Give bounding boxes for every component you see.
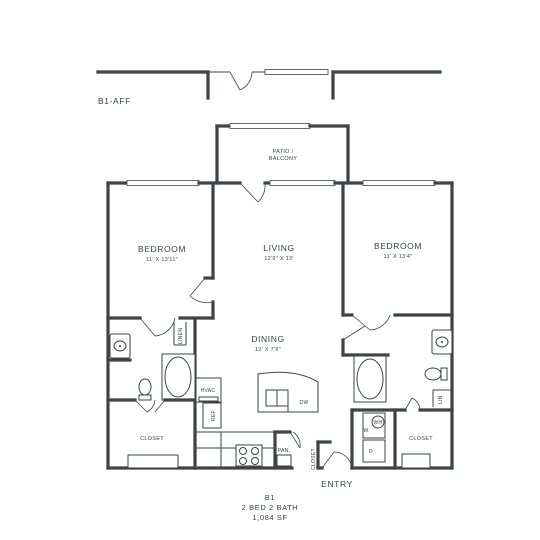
left-bedroom-walls (106, 181, 215, 337)
unit-area: 1,084 SF (252, 513, 288, 522)
living-label: LIVING (263, 243, 294, 253)
unit-beds-baths: 2 BED 2 BATH (241, 503, 299, 512)
right-bedroom-walls (341, 181, 454, 357)
kitchen (195, 371, 319, 470)
dining-label: DINING (251, 334, 284, 344)
dryer-label: D (369, 449, 373, 455)
exterior-walls (106, 180, 454, 470)
unit-name: B1 (264, 493, 276, 502)
hvac-label: HVAC (201, 388, 216, 394)
washer-label: W (363, 428, 368, 434)
bedroom-left-label: BEDROOM (138, 244, 186, 254)
pantry-label: PAN. (278, 448, 291, 454)
patio-label-2: BALCONY (269, 156, 297, 162)
top-edge-wall (96, 69, 442, 100)
patio-label: PATIO / (273, 149, 294, 155)
dw-label: DW (300, 400, 309, 406)
left-bath (106, 322, 197, 469)
closet-left-label: CLOSET (140, 436, 164, 442)
right-bath (350, 329, 454, 470)
linen-right-label: LIN (438, 395, 444, 404)
linen-left-label: LINEN (178, 328, 184, 344)
closet-right-label: CLOSET (409, 436, 433, 442)
bedroom-left-dims: 11' X 13'11" (146, 257, 178, 263)
dining-dims: 12' X 7'6" (255, 347, 281, 353)
unit-info: B1 2 BED 2 BATH 1,084 SF (0, 493, 540, 523)
ref-label: REF. (211, 409, 217, 421)
closet-entry-label: CLOSET (311, 448, 317, 470)
bedroom-right-dims: 11' X 13'4" (384, 254, 413, 260)
entry-label: ENTRY (321, 479, 353, 489)
plan-code: B1-AFF (98, 96, 131, 106)
laundry (316, 408, 386, 470)
living-dims: 12'9" X 13' (264, 256, 293, 262)
water-heater-label: WH (374, 420, 383, 426)
bedroom-right-label: BEDROOM (374, 241, 422, 251)
patio-walls (215, 123, 350, 185)
patio-door (239, 182, 266, 203)
